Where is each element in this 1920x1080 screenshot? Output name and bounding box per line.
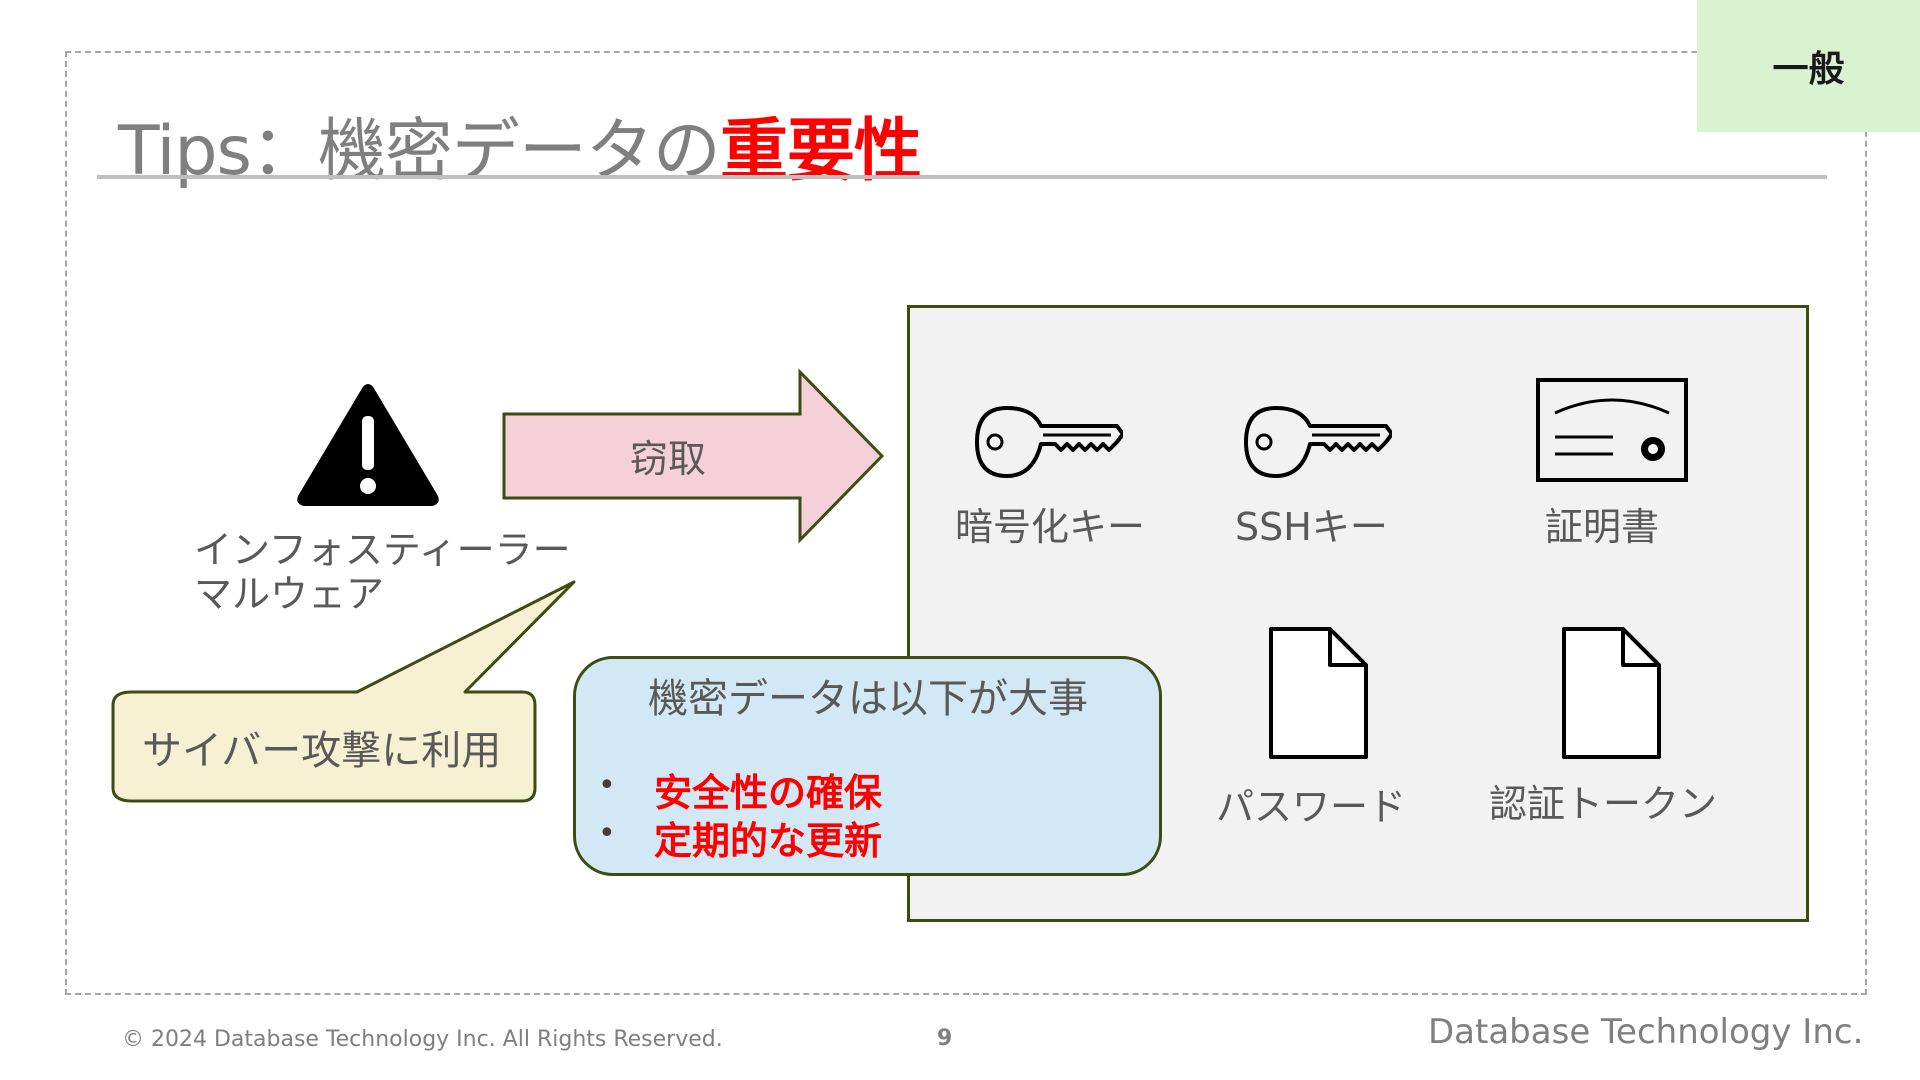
info-box bbox=[573, 656, 1162, 876]
warning-icon bbox=[297, 384, 439, 506]
asset-label-certificate: 証明書 bbox=[1545, 505, 1660, 549]
slide-title: Tips：機密データの重要性 bbox=[118, 95, 922, 194]
asset-label-encryption-key: 暗号化キー bbox=[955, 505, 1146, 549]
info-item-update: 定期的な更新 bbox=[654, 819, 883, 863]
asset-label-auth-token: 認証トークン bbox=[1489, 782, 1718, 826]
key-icon bbox=[975, 406, 1123, 478]
callout-bubble bbox=[111, 580, 576, 803]
asset-label-ssh-key: SSHキー bbox=[1235, 505, 1388, 549]
bullet-marker: • bbox=[598, 816, 616, 851]
threat-label-line1: インフォスティーラー bbox=[194, 528, 571, 572]
token-document-icon bbox=[1562, 627, 1661, 759]
threat-label: インフォスティーラー マルウェア bbox=[194, 528, 571, 616]
callout-text: サイバー攻撃に利用 bbox=[142, 728, 502, 774]
bullet-marker: • bbox=[598, 768, 616, 803]
slide-frame bbox=[65, 51, 1867, 995]
arrow-label: 窃取 bbox=[630, 437, 707, 481]
company-logo-text: Database Technology Inc. bbox=[1428, 1012, 1864, 1052]
page-number: 9 bbox=[937, 1026, 953, 1051]
threat-label-line2: マルウェア bbox=[194, 572, 385, 616]
classification-badge: 一般 bbox=[1697, 0, 1920, 132]
asset-label-password: パスワード bbox=[1216, 785, 1407, 829]
info-item-security: 安全性の確保 bbox=[654, 771, 883, 815]
info-heading: 機密データは以下が大事 bbox=[648, 676, 1088, 722]
footer-copyright: © 2024 Database Technology Inc. All Righ… bbox=[122, 1027, 723, 1052]
document-icon bbox=[1269, 627, 1368, 759]
title-highlight: 重要性 bbox=[719, 112, 922, 191]
title-prefix: Tips：機密データの bbox=[118, 112, 721, 191]
title-underline bbox=[97, 175, 1827, 179]
theft-arrow bbox=[502, 368, 885, 544]
ssh-key-icon bbox=[1244, 406, 1392, 478]
certificate-icon bbox=[1536, 378, 1688, 482]
